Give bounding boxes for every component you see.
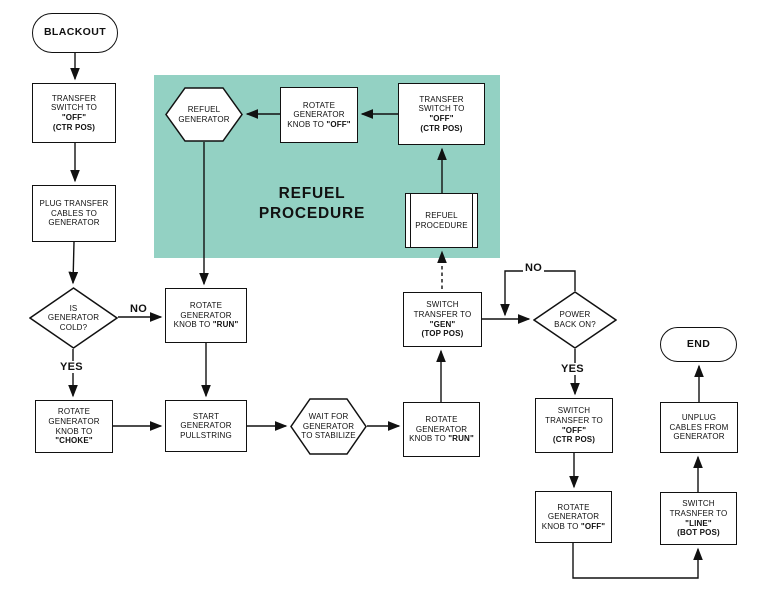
node-line: ROTATE <box>302 100 336 110</box>
node-unplug-cables: UNPLUG CABLES FROM GENERATOR <box>660 402 738 453</box>
node-line: TRANSFER TO <box>545 415 603 425</box>
node-line: UNPLUG <box>681 413 717 423</box>
node-line: GENERATOR <box>48 416 100 426</box>
node-plug-cables: PLUG TRANSFER CABLES TO GENERATOR <box>32 185 116 242</box>
refuel-zone-title-line1: REFUEL <box>278 185 346 202</box>
node-line: WAIT FOR <box>308 412 349 422</box>
edge-label-yes-left: YES <box>58 361 85 373</box>
node-line: (BOT POS) <box>677 528 720 538</box>
diamond-shape <box>533 291 617 349</box>
node-line: SWITCH <box>557 406 591 416</box>
node-line: KNOB TO "OFF" <box>541 521 606 531</box>
node-line: IS <box>69 303 78 313</box>
node-line: GENERATOR <box>47 313 100 323</box>
node-line: (CTR POS) <box>552 435 596 445</box>
edge-label-no-left: NO <box>128 303 150 315</box>
node-label: BLACKOUT <box>43 26 107 39</box>
node-line: BACK ON? <box>554 320 596 329</box>
node-line: GENERATOR <box>673 432 725 442</box>
node-line: ROTATE <box>189 301 223 311</box>
node-line: "LINE" <box>685 518 712 528</box>
node-line: (TOP POS) <box>421 329 464 339</box>
node-line: POWER <box>559 310 591 320</box>
edge-label-yes-right: YES <box>559 363 586 375</box>
node-line: TRANSFER TO <box>413 309 472 319</box>
node-wait-stabilize: WAIT FOR GENERATOR TO STABILIZE <box>290 398 367 455</box>
node-refuel-generator: REFUEL GENERATOR <box>165 87 243 142</box>
node-line: GENERATOR <box>293 110 345 120</box>
node-line: START <box>192 411 220 421</box>
node-line: GENERATOR <box>180 421 232 431</box>
node-switch-transfer-line: SWITCH TRASNFER TO "LINE" (BOT POS) <box>660 492 737 545</box>
node-text: WAIT FOR GENERATOR TO STABILIZE <box>301 412 355 441</box>
hexagon-shape <box>290 398 367 455</box>
node-line: KNOB TO "RUN" <box>173 320 239 330</box>
node-line: PROCEDURE <box>415 220 468 230</box>
node-start-pullstring: START GENERATOR PULLSTRING <box>165 400 247 452</box>
node-line: REFUEL <box>425 210 458 220</box>
node-line: TO STABILIZE <box>301 431 356 441</box>
node-line: COLD? <box>59 322 88 332</box>
node-line: GENERATOR <box>547 512 600 522</box>
node-rotate-knob-run-right: ROTATE GENERATOR KNOB TO "RUN" <box>403 402 480 457</box>
node-line: REFUEL <box>187 104 221 114</box>
node-line: "OFF" <box>561 425 587 435</box>
node-line: "GEN" <box>429 319 456 329</box>
node-text: REFUEL GENERATOR <box>178 105 229 124</box>
node-line: ROTATE <box>57 407 91 417</box>
node-line: GENERATOR <box>48 218 100 228</box>
node-line: CABLES TO <box>51 208 97 218</box>
node-line: SWITCH TO <box>51 103 97 113</box>
node-line: ROTATE <box>557 502 590 512</box>
node-line: (CTR POS) <box>420 123 463 133</box>
node-line: GENERATOR <box>178 114 230 124</box>
refuel-zone-title-line2: PROCEDURE <box>258 204 366 222</box>
node-switch-transfer-off-2: SWITCH TRANSFER TO "OFF" (CTR POS) <box>535 398 613 453</box>
node-line: (CTR POS) <box>52 122 96 132</box>
node-line: TRANSFER <box>51 93 97 103</box>
node-rotate-knob-off-refuel: ROTATE GENERATOR KNOB TO "OFF" <box>280 87 358 143</box>
node-text: IS GENERATOR COLD? <box>48 304 99 333</box>
node-line: GENERATOR <box>180 310 232 320</box>
node-switch-transfer-gen: SWITCH TRANSFER TO "GEN" (TOP POS) <box>403 292 482 347</box>
node-rotate-knob-off-bottom: ROTATE GENERATOR KNOB TO "OFF" <box>535 491 612 543</box>
node-line: PLUG TRANSFER <box>39 199 109 209</box>
node-line: SWITCH <box>682 499 715 509</box>
node-end-terminator: END <box>660 327 737 362</box>
node-label: END <box>686 337 711 350</box>
node-line: TRASNFER TO <box>669 508 728 518</box>
node-transfer-switch-off-refuel: TRANSFER SWITCH TO "OFF" (CTR POS) <box>398 83 485 145</box>
node-line: ROTATE <box>425 415 458 425</box>
node-line: GENERATOR <box>302 421 355 431</box>
node-line: KNOB TO "RUN" <box>409 434 474 444</box>
node-rotate-knob-run-left: ROTATE GENERATOR KNOB TO "RUN" <box>165 288 247 343</box>
node-line: "OFF" <box>429 114 454 123</box>
refuel-zone-title: REFUEL PROCEDURE <box>232 184 392 223</box>
node-line: CABLES FROM <box>669 422 729 432</box>
node-line: SWITCH <box>426 300 459 310</box>
node-line: SWITCH TO <box>418 104 465 114</box>
node-line: KNOB TO <box>55 426 93 436</box>
node-blackout-start: BLACKOUT <box>32 13 118 53</box>
diamond-shape <box>29 287 118 349</box>
node-rotate-knob-choke: ROTATE GENERATOR KNOB TO "CHOKE" <box>35 400 113 453</box>
node-power-back-on: POWER BACK ON? <box>533 291 617 349</box>
node-line: TRANSFER <box>419 94 464 104</box>
node-refuel-procedure-subroutine: REFUEL PROCEDURE <box>405 193 478 248</box>
hexagon-shape <box>165 87 243 142</box>
node-transfer-switch-off-1: TRANSFER SWITCH TO "OFF" (CTR POS) <box>32 83 116 143</box>
node-line: "OFF" <box>61 113 87 122</box>
node-line: KNOB TO "OFF" <box>287 119 351 129</box>
node-line: GENERATOR <box>415 424 468 434</box>
node-line: PULLSTRING <box>180 430 232 440</box>
node-is-generator-cold: IS GENERATOR COLD? <box>29 287 118 349</box>
edge-label-no-right: NO <box>523 262 545 274</box>
node-text: POWER BACK ON? <box>554 310 596 329</box>
node-line: "CHOKE" <box>55 436 93 446</box>
